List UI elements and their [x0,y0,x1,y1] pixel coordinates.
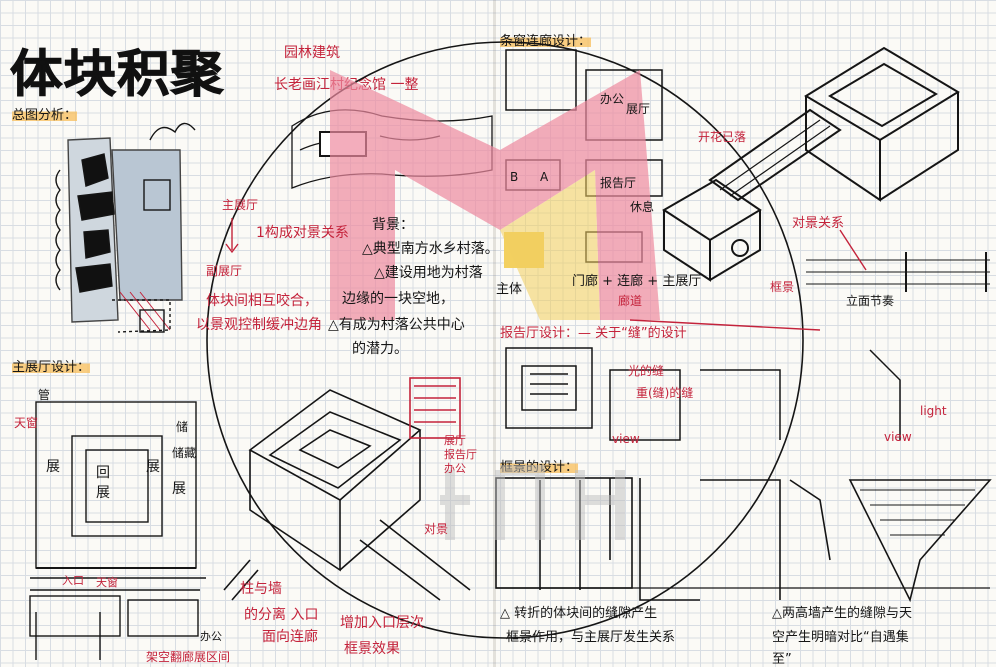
note-interweave-2: 以景观控制缓冲边角 [196,317,322,333]
bottom-note: 至” [772,652,792,667]
frame-circle [206,41,804,639]
main-body-label: 主体 [496,282,523,297]
main-title: 体块积聚 [9,45,225,104]
room-label: 管 [38,388,51,402]
bottom-label: 架空翻廊展区间 [146,650,231,664]
framed-view-sketch [495,477,992,603]
center-note: 对景 [424,522,449,536]
room-label: 天窗 [14,416,39,430]
room-label: 展 [146,459,160,475]
bottom-label: 入口 [62,574,84,587]
label-main-hall: 主展厅 [222,198,259,212]
section-site-analysis: 总图分析： [12,104,78,123]
room-label: 回 [96,465,110,481]
space-label: 报告厅 [600,176,637,190]
keep-note: 开花已落 [698,130,747,144]
space-label: A [540,170,549,184]
watermark-letters [440,465,625,540]
bottom-note: 空产生明暗对比“自遇集 [772,630,909,645]
watermark-logo [330,70,660,320]
note-interweave-1: 体块间相互咬合， [206,293,318,309]
space-label: 休息 [630,200,655,214]
room-label: 展 [96,485,110,501]
light-seam-note: 光的缝 [628,364,665,378]
seam-note: 重(缝)的缝 [636,386,694,400]
background-note: △典型南方水乡村落。 [362,241,499,257]
elevation-label: 立面节奏 [846,294,895,308]
note-relation: 1构成对景关系 [256,225,349,241]
legend-item: 展厅 [444,434,466,447]
framing-note: 框景 [770,280,795,294]
red-arrows [225,218,867,331]
corridor-axonometric-sketch [662,46,990,292]
center-note: 的分离 入口 [244,607,319,623]
background-note: 背景： [372,217,414,233]
view-label: view [612,432,640,446]
site-plan-sketch [55,122,196,333]
space-label: 办公 [600,92,625,106]
notebook-gutter [493,0,496,667]
view-label: view [884,430,912,444]
background-note: △建设用地为村落 [374,265,483,281]
category-label: 园林建筑 [284,45,340,61]
legend-item: 办公 [444,462,466,475]
space-label: B [510,170,519,184]
background-note: △有成为村落公共中心 [328,317,465,333]
light-label: light [920,404,947,418]
label-minor-hall: 副展厅 [206,264,243,278]
background-note: 边缘的一块空地， [342,291,454,307]
main-hall-plan-sketch [29,401,206,660]
center-note: 增加入口层次 [340,615,424,631]
corridor-label: 廊道 [618,294,643,308]
section-corridor: 条窗连廊设计： [500,30,592,49]
center-note: 柱与墙 [240,581,282,597]
room-label: 展 [46,459,60,475]
bottom-note: △ 转折的体块间的缝隙产生 [500,606,658,621]
axonometric-hall-sketch [223,377,471,601]
bottom-label: 办公 [200,630,222,643]
bottom-note: 框景作用，与主展厅发生关系 [506,630,676,645]
seam-section-sketch [505,347,901,441]
space-label: 展厅 [626,102,651,116]
bottom-label: 天窗 [96,576,118,589]
background-note: 的潜力。 [352,341,408,357]
section-main-hall: 主展厅设计： [12,356,91,375]
center-note: 面向连廊 [262,629,318,645]
room-label: 展 [172,481,186,497]
room-label: 储 [176,420,189,434]
center-note: 框景效果 [344,641,400,657]
formula-label: 门廊 + 连廊 + 主展厅 [572,274,702,289]
section-hall-seam: 报告厅设计：— 关于“缝”的设计 [500,326,687,341]
bottom-note: △两高墙产生的缝隙与天 [772,606,912,621]
pattern-note: 对景关系 [792,216,845,231]
room-label: 储藏 [172,446,197,460]
legend-item: 报告厅 [444,448,477,461]
